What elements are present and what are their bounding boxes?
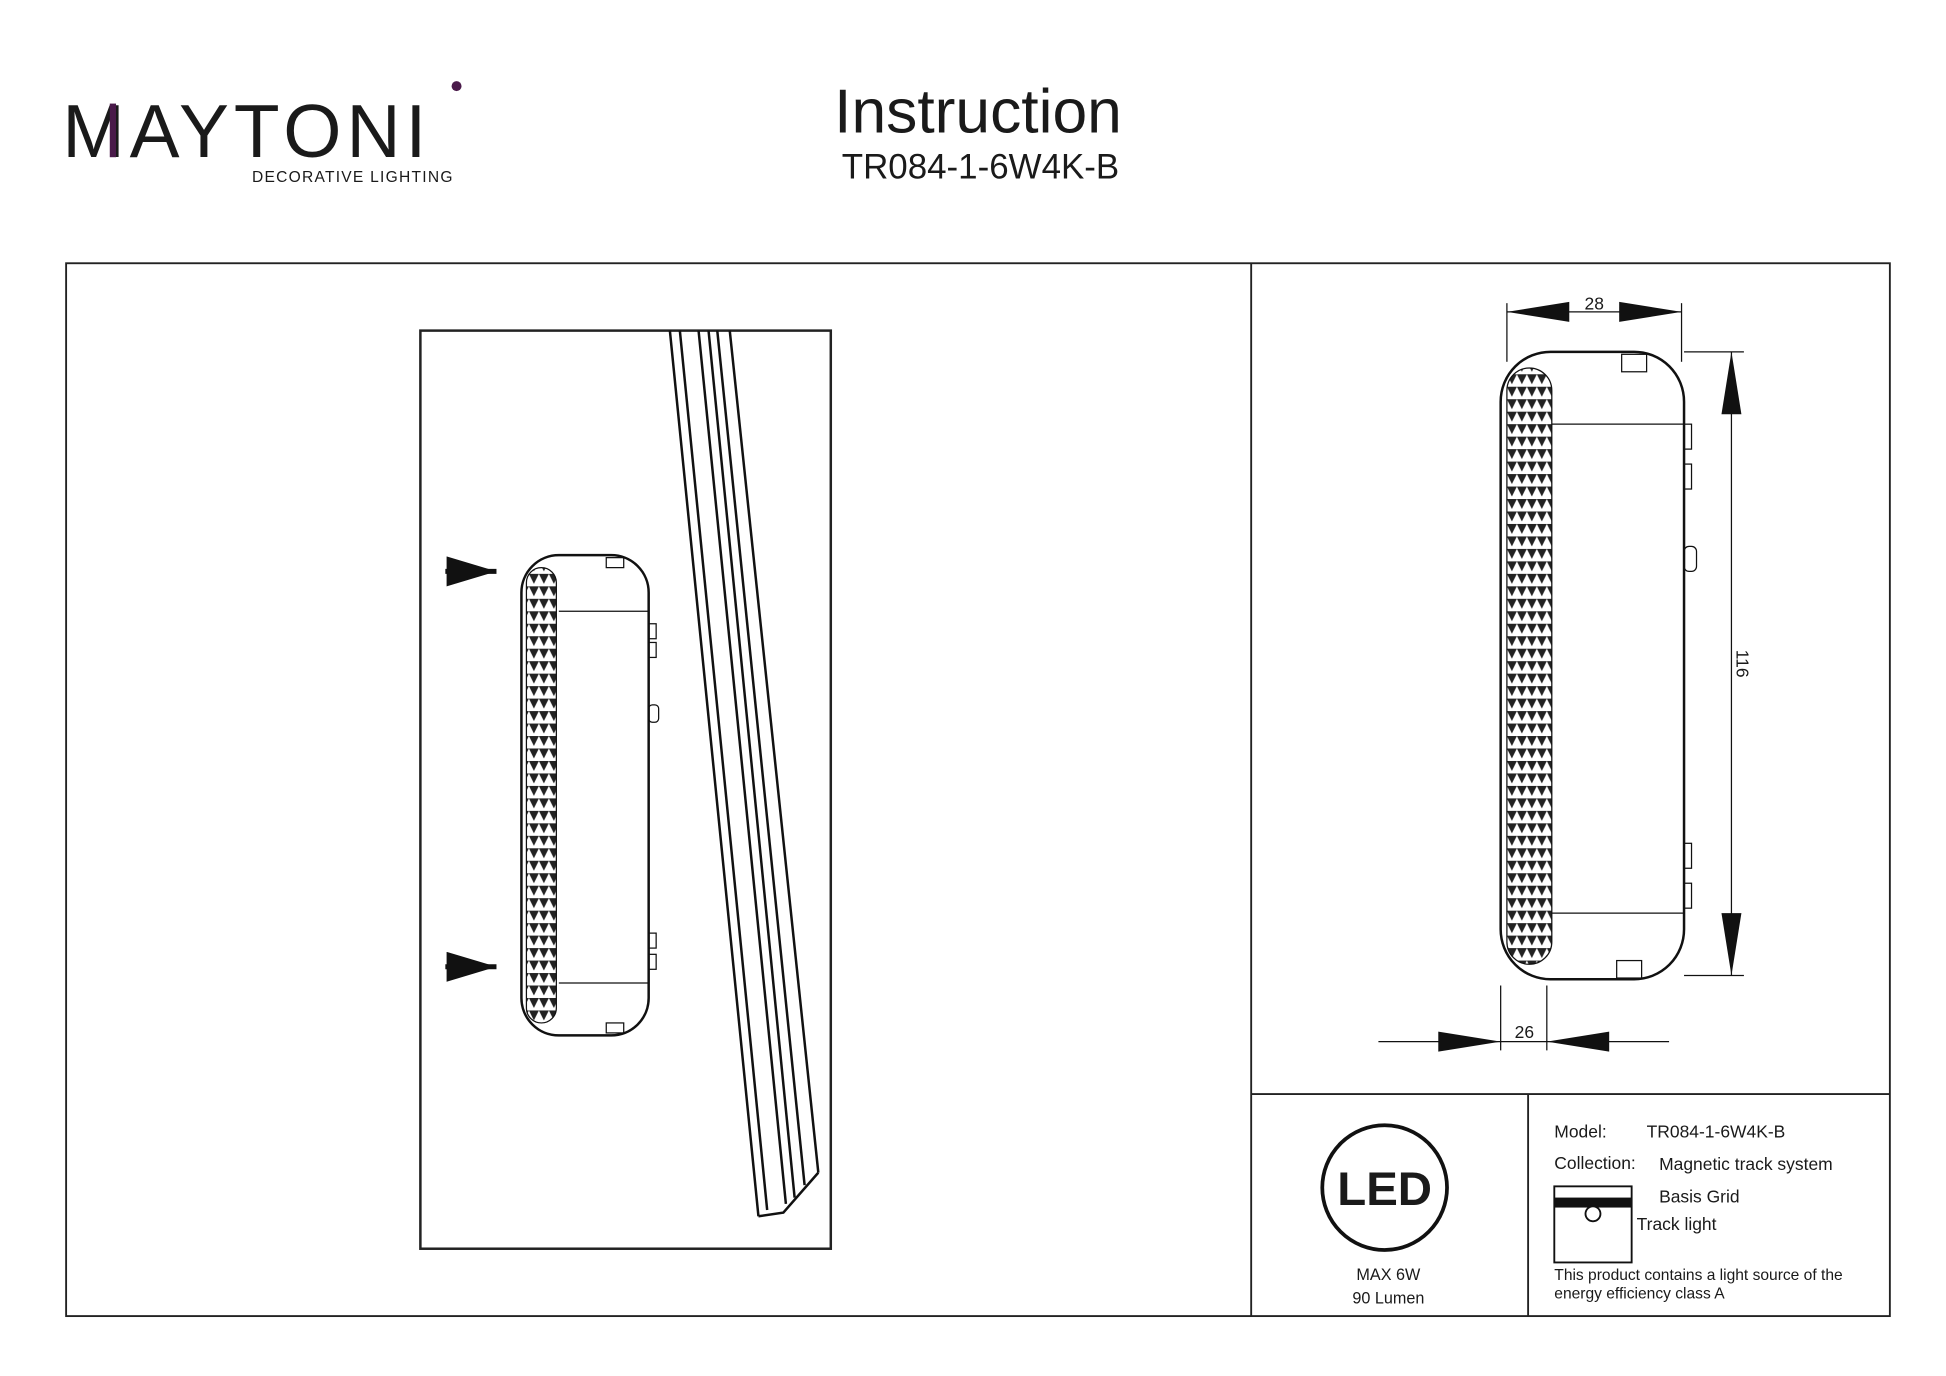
frame xyxy=(65,262,1891,1318)
power-rating: MAX 6W xyxy=(1356,1266,1421,1284)
arrow-icon xyxy=(445,556,497,982)
model-subtitle: TR084-1-6W4K-B xyxy=(842,147,1119,186)
track-rail xyxy=(668,330,820,1218)
svg-text:DECORATIVE LIGHTING: DECORATIVE LIGHTING xyxy=(252,169,454,186)
page-title: Instruction xyxy=(834,77,1122,146)
collection-label: Collection: xyxy=(1554,1153,1635,1173)
product-type: Track light xyxy=(1637,1214,1717,1234)
svg-text:LED: LED xyxy=(1337,1163,1432,1216)
dim-height: 116 xyxy=(1732,650,1752,678)
dim-width: 28 xyxy=(1585,293,1604,313)
luminous-flux: 90 Lumen xyxy=(1352,1290,1424,1308)
collection-value: Magnetic track system xyxy=(1659,1154,1833,1174)
dim-depth: 26 xyxy=(1515,1022,1534,1042)
track-light-module xyxy=(520,553,660,1037)
svg-text:MAYTONI: MAYTONI xyxy=(62,89,431,173)
track-light-icon xyxy=(1553,1185,1633,1264)
maytoni-logo: MAYTONI DECORATIVE LIGHTING xyxy=(62,81,462,186)
model-label: Model: xyxy=(1554,1122,1606,1142)
dimension-drawing: 28 116 26 xyxy=(1378,293,1752,1052)
efficiency-note-1: This product contains a light source of … xyxy=(1554,1267,1842,1284)
efficiency-note-2: energy efficiency class A xyxy=(1554,1286,1725,1303)
model-value: TR084-1-6W4K-B xyxy=(1647,1122,1786,1142)
led-icon: LED xyxy=(1320,1123,1449,1252)
series-name: Basis Grid xyxy=(1659,1187,1740,1207)
installation-illustration xyxy=(419,329,833,1250)
